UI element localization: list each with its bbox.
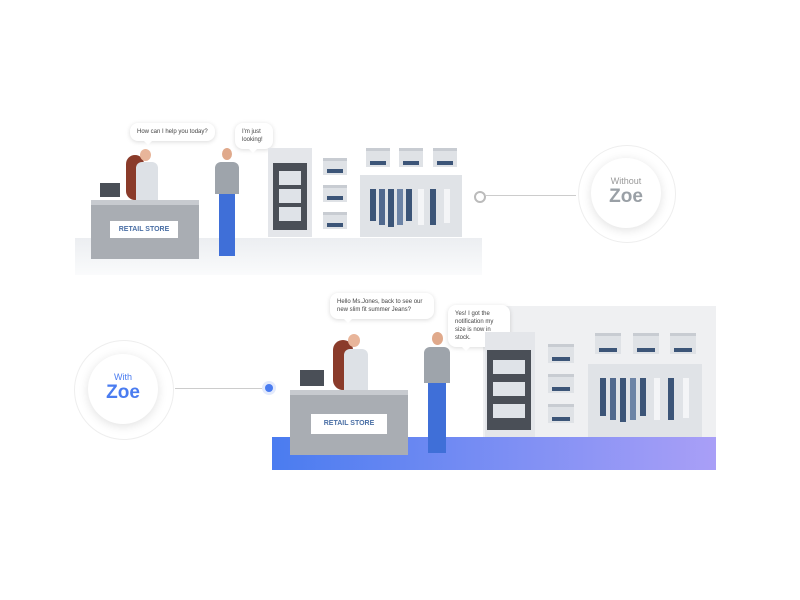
clothing-rack [588, 364, 702, 437]
monitor-icon [300, 370, 324, 386]
shelf [323, 212, 347, 229]
timeline-line [486, 195, 576, 196]
speech-bubble-staff: How can I help you today? [130, 123, 215, 146]
customer-figure [418, 332, 460, 456]
shelf [323, 158, 347, 175]
badge-label-small: With [114, 372, 132, 382]
ring [578, 145, 676, 243]
shelf [548, 374, 574, 393]
shelf [595, 333, 621, 354]
store-sign: RETAIL STORE [311, 414, 387, 434]
shelf [548, 344, 574, 363]
monitor-icon [100, 183, 120, 197]
shelf [399, 148, 423, 167]
speech-bubble-staff: Hello Ms.Jones, back to see our new slim… [330, 293, 434, 324]
clothing-rack [360, 175, 462, 237]
counter-with: RETAIL STORE [290, 390, 408, 455]
badge-label-small: Without [610, 176, 642, 186]
timeline-line [175, 388, 265, 389]
counter-without: RETAIL STORE [91, 200, 199, 259]
shelf [433, 148, 457, 167]
badge-label-big: Zoe [106, 382, 140, 403]
fitting-room-door [485, 332, 535, 437]
customer-figure [210, 148, 250, 260]
store-sign: RETAIL STORE [110, 221, 178, 238]
shelf [323, 185, 347, 202]
fitting-room-door [268, 148, 312, 237]
staff-figure [333, 332, 381, 390]
speech-bubble-customer: I'm just looking! [235, 123, 273, 154]
shelf [366, 148, 390, 167]
timeline-dot [474, 191, 486, 203]
staff-figure [126, 147, 170, 200]
badge-label-big: Zoe [609, 186, 643, 207]
shelf [548, 404, 574, 423]
with-zoe-badge: With Zoe [88, 354, 158, 424]
ring [74, 340, 174, 440]
shelf [633, 333, 659, 354]
without-zoe-badge: Without Zoe [591, 158, 661, 228]
shelf [670, 333, 696, 354]
timeline-dot [265, 384, 273, 392]
